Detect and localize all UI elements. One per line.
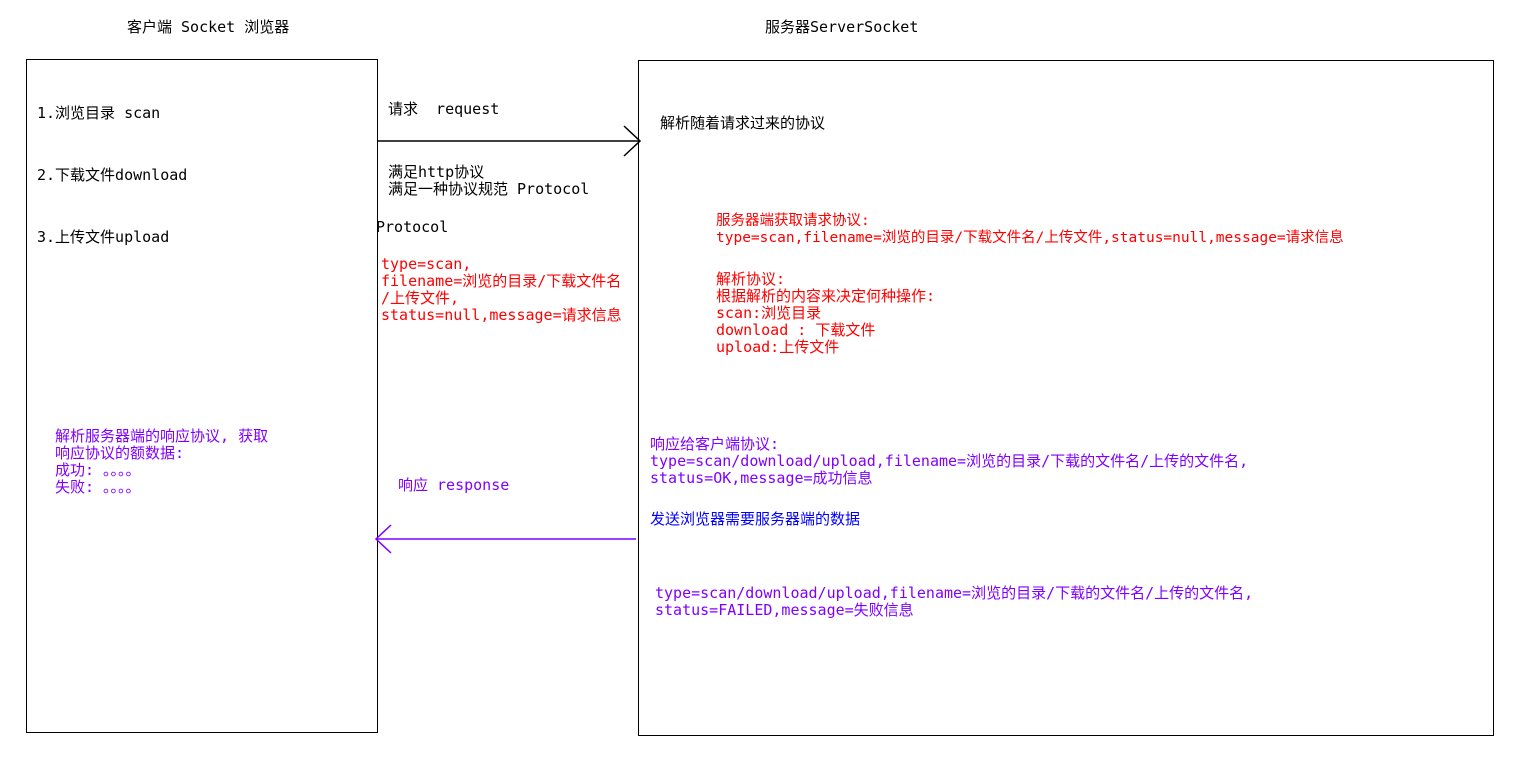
client-parse-line: 成功: 。。。。 — [55, 461, 141, 479]
server-get-line: 服务器端获取请求协议: — [716, 213, 870, 229]
server-parse-line: scan:浏览目录 — [716, 304, 822, 322]
client-parse-response: 解析服务器端的响应协议, 获取 响应协议的额数据: 成功: 。。。。 失败: 。… — [55, 428, 268, 496]
response-ok-line: status=OK,message=成功信息 — [650, 469, 873, 487]
server-parse-line: download : 下载文件 — [716, 321, 876, 339]
server-box — [638, 60, 1494, 736]
client-menu-upload: 3.上传文件upload — [37, 228, 170, 246]
protocol-title: Protocol — [376, 218, 449, 236]
protocol-field: type=scan, — [381, 255, 472, 273]
response-label: 响应 response — [398, 476, 510, 494]
server-parse-line: 解析协议: — [716, 270, 786, 288]
protocol-field: filename=浏览的目录/下载文件名 — [381, 272, 622, 290]
response-ok-line: type=scan/download/upload,filename=浏览的目录… — [650, 452, 1249, 470]
requirement-line: 满足http协议 — [388, 163, 485, 181]
client-menu-download: 2.下载文件download — [37, 166, 188, 184]
response-ok-line: 响应给客户端协议: — [650, 435, 780, 453]
client-menu-scan: 1.浏览目录 scan — [37, 104, 161, 122]
client-parse-line: 解析服务器端的响应协议, 获取 — [55, 427, 269, 445]
client-parse-line: 响应协议的额数据: — [55, 444, 185, 462]
requirement-line: 满足一种协议规范 Protocol — [388, 180, 590, 198]
server-parse-title: 解析随着请求过来的协议 — [660, 114, 826, 132]
response-fail-line: type=scan/download/upload,filename=浏览的目录… — [655, 584, 1254, 602]
server-get-protocol: 服务器端获取请求协议: type=scan,filename=浏览的目录/下载文… — [716, 213, 1344, 247]
protocol-fields: type=scan, filename=浏览的目录/下载文件名 /上传文件, s… — [381, 256, 622, 324]
protocol-field: status=null,message=请求信息 — [381, 306, 622, 324]
server-parse-protocol: 解析协议: 根据解析的内容来决定何种操作: scan:浏览目录 download… — [716, 271, 935, 356]
request-requirements: 满足http协议 满足一种协议规范 Protocol — [388, 164, 589, 198]
client-parse-line: 失败: 。。。。 — [55, 478, 141, 496]
client-box — [26, 59, 378, 733]
response-fail-line: status=FAILED,message=失败信息 — [655, 601, 914, 619]
server-parse-line: 根据解析的内容来决定何种操作: — [716, 287, 936, 305]
server-title: 服务器ServerSocket — [765, 18, 919, 36]
response-arrow — [374, 524, 636, 554]
response-fail: type=scan/download/upload,filename=浏览的目录… — [655, 585, 1253, 619]
client-title: 客户端 Socket 浏览器 — [127, 18, 290, 36]
server-get-line: type=scan,filename=浏览的目录/下载文件名/上传文件,stat… — [716, 230, 1344, 246]
response-ok: 响应给客户端协议: type=scan/download/upload,file… — [650, 436, 1248, 487]
request-arrow — [378, 125, 642, 157]
protocol-field: /上传文件, — [381, 289, 460, 307]
response-send: 发送浏览器需要服务器端的数据 — [650, 510, 861, 528]
server-parse-line: upload:上传文件 — [716, 338, 840, 356]
request-label: 请求 request — [388, 100, 500, 118]
